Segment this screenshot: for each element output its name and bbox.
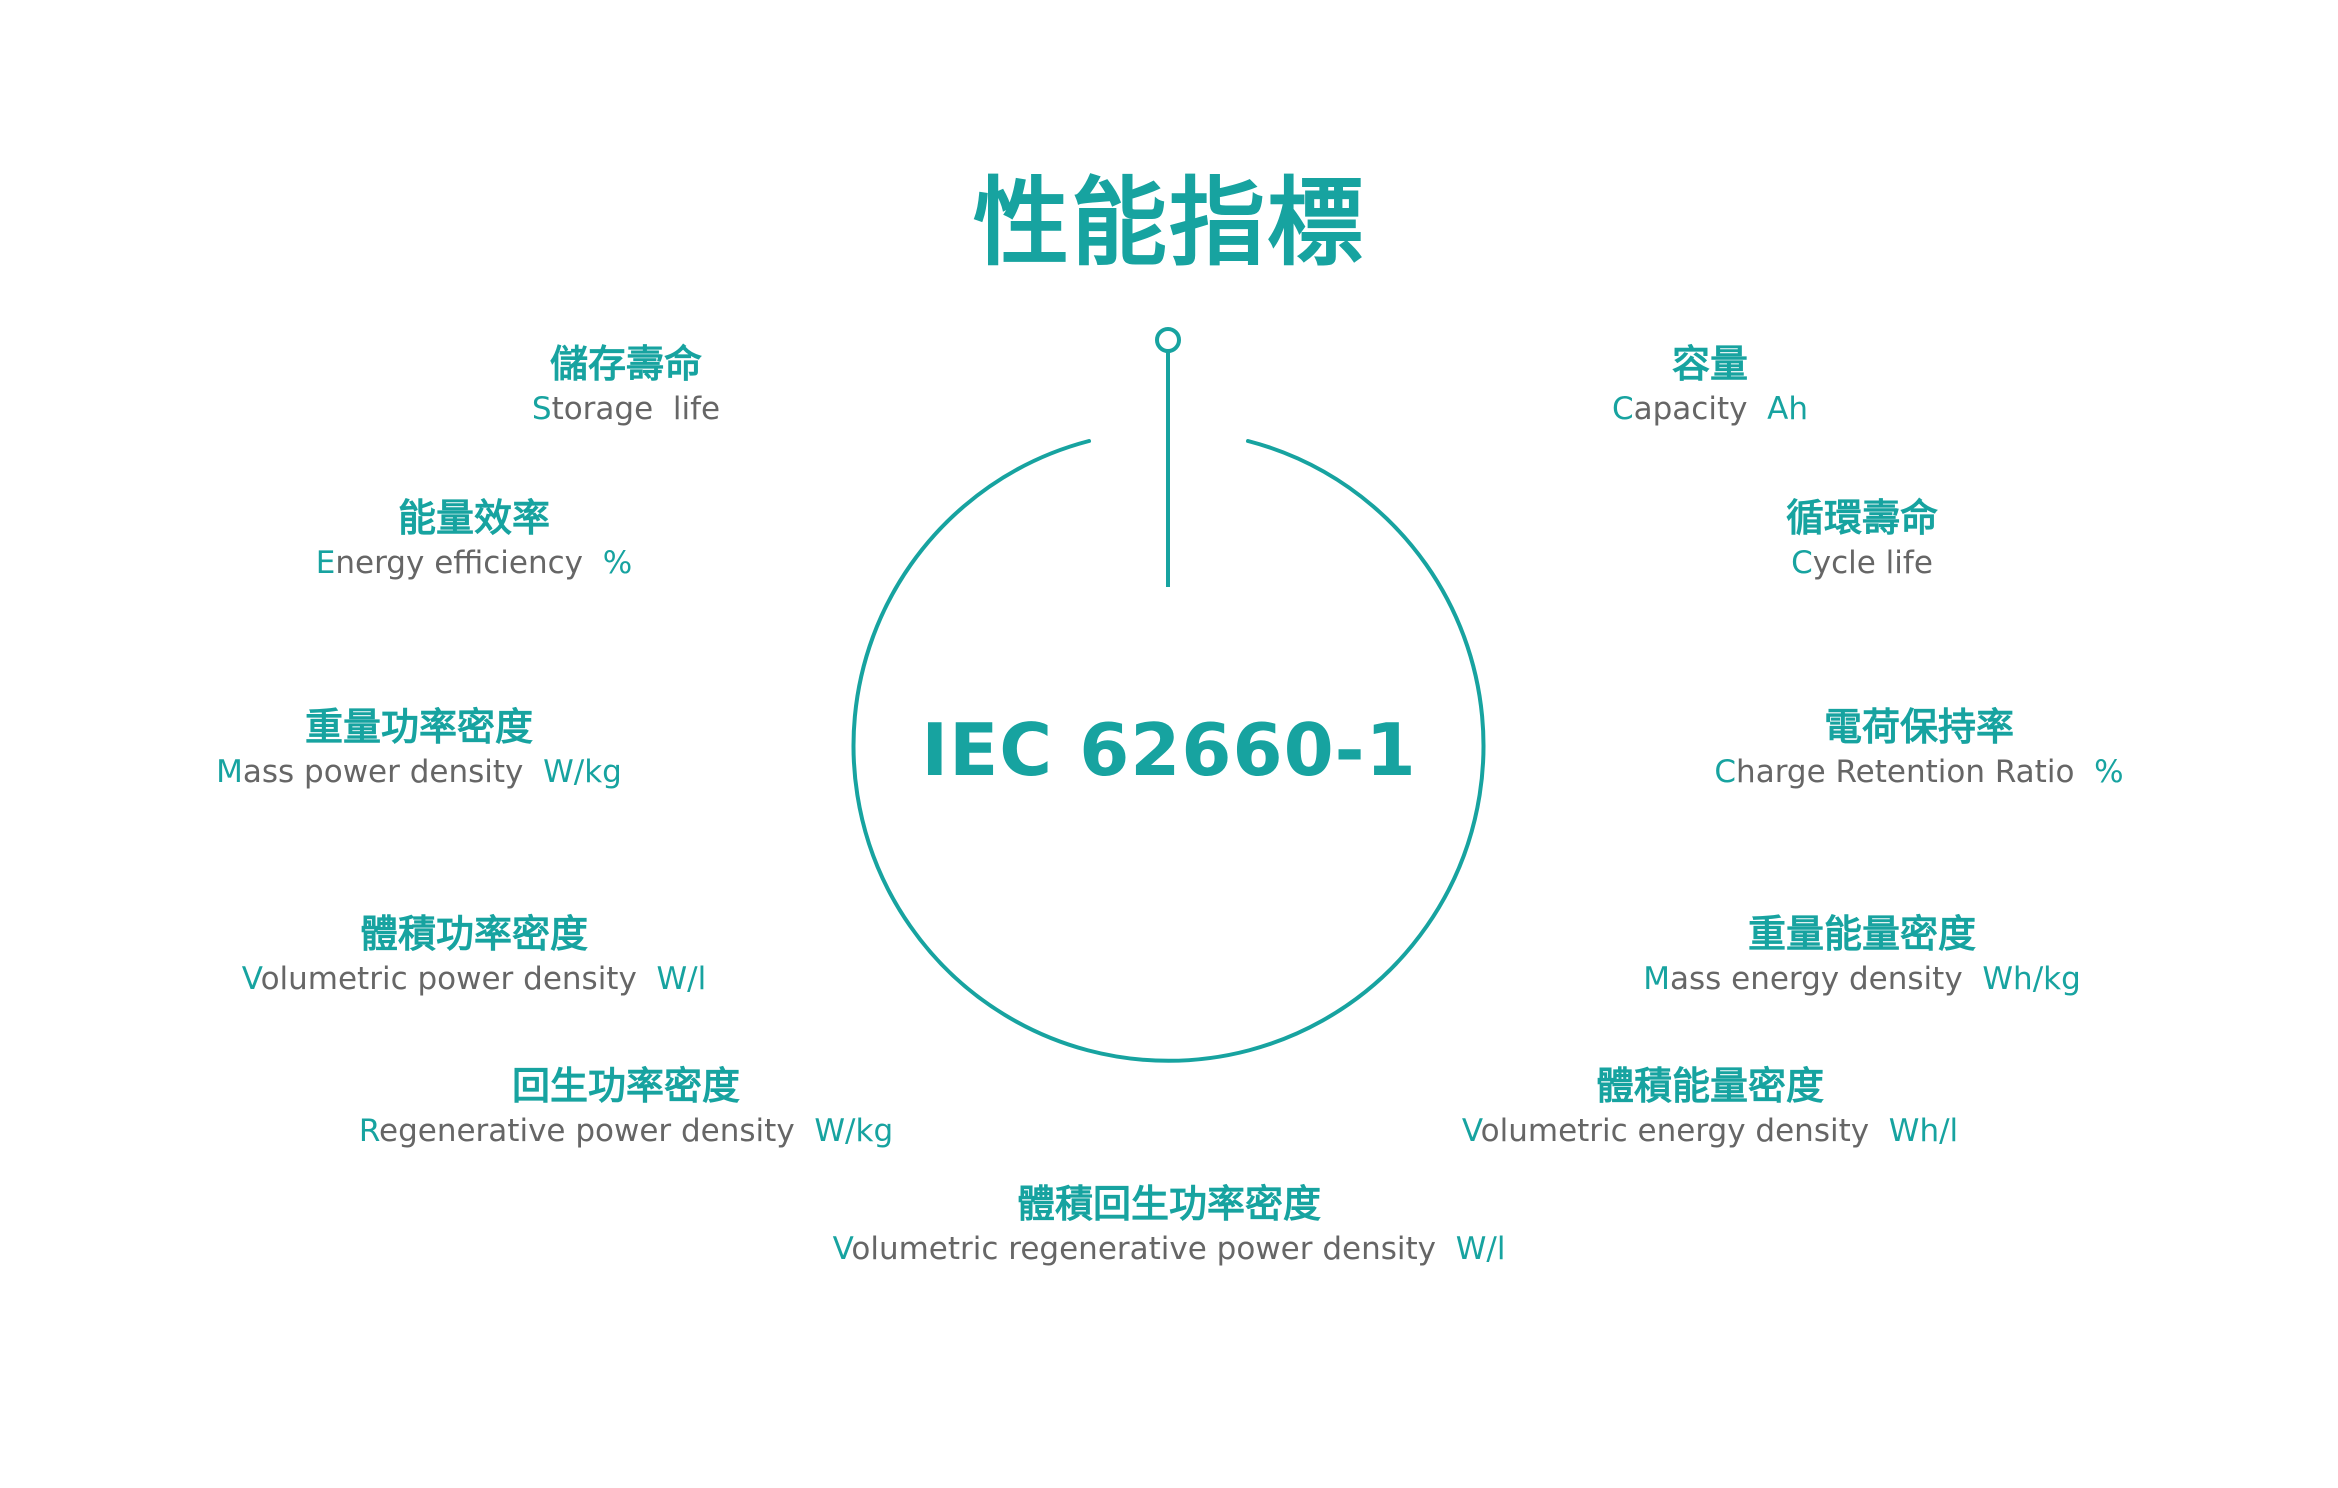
metric-volumetric-regenerative-power-density: 體積回生功率密度 Volumetric regenerative power d… <box>719 1183 1619 1269</box>
metric-energy-efficiency: 能量效率 Energy efficiency % <box>24 497 924 583</box>
metric-capacity: 容量 Capacity Ah <box>1260 343 2160 429</box>
metric-en: Cycle life <box>1791 545 1933 581</box>
metric-zh: 容量 <box>1671 342 1748 386</box>
metric-en: Volumetric power density W/l <box>241 961 707 997</box>
metric-mass-power-density: 重量功率密度 Mass power density W/kg <box>0 706 869 792</box>
page-title: 性能指標 <box>973 167 1365 279</box>
circle-arc <box>851 439 1486 1063</box>
metric-en: Mass energy density Wh/kg <box>1643 961 2081 997</box>
metric-en: Storage life <box>531 391 721 427</box>
metric-zh: 儲存壽命 <box>549 342 702 386</box>
metric-zh: 重量能量密度 <box>1747 912 1976 956</box>
metric-en: Volumetric regenerative power density W/… <box>832 1231 1506 1267</box>
metric-zh: 循環壽命 <box>1785 496 1938 540</box>
metric-regenerative-power-density: 回生功率密度 Regenerative power density W/kg <box>176 1065 1076 1151</box>
metric-en: Energy efficiency % <box>315 545 633 581</box>
metric-zh: 體積回生功率密度 <box>1016 1182 1321 1226</box>
metric-en: Regenerative power density W/kg <box>358 1113 894 1149</box>
metric-zh: 回生功率密度 <box>511 1064 740 1108</box>
metric-charge-retention-ratio: 電荷保持率 Charge Retention Ratio % <box>1469 706 2338 792</box>
standard-label: IEC 62660-1 <box>921 708 1417 792</box>
metric-zh: 能量效率 <box>397 496 550 540</box>
metric-storage-life: 儲存壽命 Storage life <box>176 343 1076 429</box>
metric-en: Mass power density W/kg <box>216 754 622 790</box>
metric-zh: 體積功率密度 <box>359 912 588 956</box>
metric-cycle-life: 循環壽命 Cycle life <box>1412 497 2312 583</box>
metric-zh: 體積能量密度 <box>1595 1064 1824 1108</box>
metric-en: Volumetric energy density Wh/l <box>1461 1113 1959 1149</box>
metric-en: Capacity Ah <box>1611 391 1809 427</box>
metric-mass-energy-density: 重量能量密度 Mass energy density Wh/kg <box>1412 913 2312 999</box>
stem-ring-icon <box>1155 327 1181 353</box>
metric-volumetric-energy-density: 體積能量密度 Volumetric energy density Wh/l <box>1260 1065 2160 1151</box>
metric-zh: 電荷保持率 <box>1823 705 2014 749</box>
metric-zh: 重量功率密度 <box>304 705 533 749</box>
metric-volumetric-power-density: 體積功率密度 Volumetric power density W/l <box>24 913 924 999</box>
metric-en: Charge Retention Ratio % <box>1714 754 2124 790</box>
